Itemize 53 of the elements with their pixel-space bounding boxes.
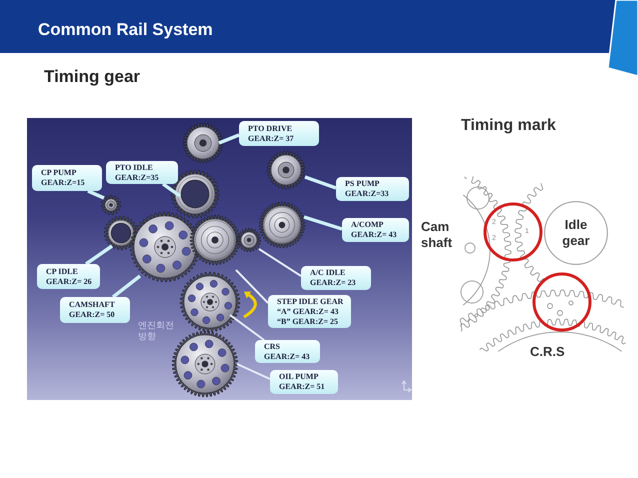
callout-bubble (37, 264, 100, 289)
callout-text: “A” GEAR:Z= 43 (277, 306, 338, 316)
leader-line (236, 363, 270, 380)
leader-line (235, 269, 269, 304)
gear-label: Idle gear (561, 217, 591, 249)
callout-text: “B” GEAR:Z= 25 (277, 316, 338, 326)
callout-text: GEAR:Z= 50 (69, 310, 115, 320)
callout-text: GEAR:Z= 43 (351, 230, 397, 240)
callout-title: A/COMP (351, 220, 384, 230)
leader-line (218, 133, 240, 145)
callout-bubble (301, 266, 371, 290)
gear-circle (544, 201, 608, 265)
callout-title: CRS (264, 342, 280, 352)
gear-label: Cam shaft (421, 219, 454, 251)
callout-bubble (106, 161, 178, 184)
callout-text: GEAR:Z= 43 (264, 352, 310, 362)
callout-text: GEAR:Z=35 (115, 172, 159, 182)
callout-bubble (342, 218, 409, 242)
callout-bubble (32, 165, 102, 191)
callout-title: OIL PUMP (279, 372, 318, 382)
leader-line (162, 182, 181, 198)
callout-bubble (239, 121, 319, 146)
callout-title: CAMSHAFT (69, 300, 115, 310)
subtitle: Timing gear (44, 67, 140, 87)
gear-label: C.R.S (530, 344, 565, 359)
leader-line (304, 175, 337, 190)
leader-line (229, 314, 265, 341)
leader-line (85, 244, 113, 266)
rotation-note: 엔진회전 방향 (138, 321, 175, 343)
callout-title: STEP IDLE GEAR (277, 296, 344, 306)
callout-text: GEAR:Z= 23 (310, 278, 356, 288)
slide-title: Common Rail System (38, 21, 213, 38)
callout-title: PS PUMP (345, 179, 380, 189)
callout-text: GEAR:Z=33 (345, 189, 389, 199)
callout-title: PTO DRIVE (248, 124, 292, 134)
callout-title: CP IDLE (46, 266, 78, 276)
leader-line (87, 189, 105, 200)
callout-bubble (255, 340, 320, 363)
section-heading: Timing mark (461, 116, 556, 135)
callout-bubble (60, 297, 130, 323)
callout-bubble (268, 295, 351, 328)
callout-bubble (336, 177, 409, 201)
callout-text: GEAR:Z= 51 (279, 382, 325, 392)
callout-bubble (270, 370, 338, 394)
callout-text: GEAR:Z= 37 (248, 134, 294, 144)
callout-title: PTO IDLE (115, 162, 153, 172)
callout-title: CP PUMP (41, 168, 76, 178)
callout-title: A/C IDLE (310, 268, 346, 278)
callout-text: GEAR:Z= 26 (46, 276, 92, 286)
leader-line (258, 248, 302, 277)
callout-text: GEAR:Z=15 (41, 178, 85, 188)
leader-line (303, 215, 343, 231)
leader-line (112, 274, 142, 298)
